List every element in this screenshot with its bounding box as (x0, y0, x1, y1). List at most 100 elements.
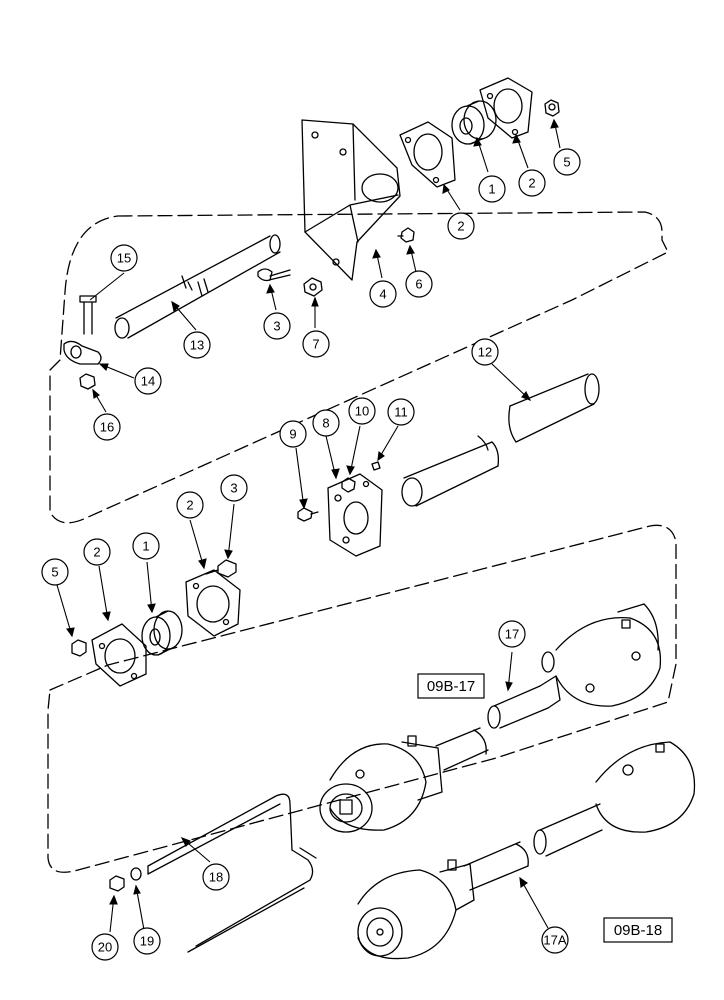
callout-c3b: 3 (220, 474, 248, 502)
callout-number: 20 (98, 940, 112, 955)
callout-c5a: 5 (553, 148, 581, 176)
callout-circle (553, 148, 581, 176)
callout-circle (202, 863, 230, 891)
callout-number: 4 (379, 287, 386, 302)
pto-driveline-alt (357, 741, 696, 960)
callout-number: 6 (415, 277, 422, 292)
threaded-rod-bracket (147, 793, 317, 953)
leader-lines (56, 118, 561, 933)
callout-number: 3 (273, 319, 280, 334)
callout-circle (348, 397, 376, 425)
callout-c20: 20 (91, 933, 119, 961)
callout-circle (41, 558, 69, 586)
callout-c1b: 1 (132, 532, 160, 560)
callout-c1a: 1 (478, 175, 506, 203)
callout-number: 2 (93, 545, 100, 560)
callout-c10: 10 (348, 397, 376, 425)
lower-group-boundary (47, 524, 677, 873)
callout-number: 11 (394, 405, 408, 420)
hex-nut (544, 99, 560, 117)
callout-number: 8 (322, 416, 329, 431)
callout-circle (176, 491, 204, 519)
screw (371, 461, 381, 471)
hex-nut (109, 875, 125, 892)
callout-circle (220, 474, 248, 502)
callout-circle (93, 413, 121, 441)
callout-number: 2 (528, 176, 535, 191)
callout-circle (447, 212, 475, 240)
callout-c11: 11 (387, 398, 415, 426)
shield-tube (401, 373, 600, 507)
callout-circle (134, 367, 162, 395)
callout-circle (312, 409, 340, 437)
callout-circle (183, 331, 211, 359)
callout-number: 5 (51, 565, 58, 580)
callout-number: 1 (142, 539, 149, 554)
hex-nut (79, 373, 96, 390)
hex-nut (71, 639, 87, 657)
mounting-bracket (301, 119, 401, 281)
reference-boxes (417, 673, 673, 943)
callout-number: 3 (230, 481, 237, 496)
mounting-plate (327, 473, 383, 557)
callout-number: 10 (355, 404, 369, 419)
washer (130, 867, 142, 881)
shaft-collar (63, 340, 102, 365)
callout-c2c: 2 (176, 491, 204, 519)
callout-number: 2 (186, 498, 193, 513)
callout-number: 15 (117, 251, 131, 266)
callout-c16: 16 (93, 413, 121, 441)
callout-c3a: 3 (263, 312, 291, 340)
callout-c5b: 5 (41, 558, 69, 586)
callout-number: 19 (140, 934, 154, 949)
drive-shaft (114, 234, 281, 339)
callout-number: 9 (289, 427, 296, 442)
flange-bearing-plate (185, 569, 241, 637)
callout-circle (132, 532, 160, 560)
bearing (451, 100, 497, 145)
reference-code-ref1: 09B-17 (427, 678, 475, 695)
callout-circle (302, 330, 330, 358)
callout-number: 18 (209, 870, 223, 885)
callout-c14: 14 (134, 367, 162, 395)
callout-number: 16 (100, 420, 114, 435)
callout-circle (279, 420, 307, 448)
callout-circle (498, 620, 526, 648)
callout-number: 1 (488, 182, 495, 197)
callout-number: 5 (563, 155, 570, 170)
callout-c7: 7 (302, 330, 330, 358)
callout-number: 12 (478, 345, 492, 360)
bolt (397, 227, 415, 243)
callout-c2b: 2 (447, 212, 475, 240)
callout-circle (471, 338, 499, 366)
bearing (141, 610, 183, 656)
callout-circle (387, 398, 415, 426)
carriage-bolt (205, 559, 237, 578)
callout-number: 2 (457, 219, 464, 234)
callout-number: 17A (543, 933, 566, 948)
flange-bearing-plate (399, 121, 456, 188)
pto-driveline (319, 603, 662, 833)
callout-circle (83, 538, 111, 566)
callout-number: 17 (505, 627, 519, 642)
callout-c6: 6 (405, 270, 433, 298)
callout-c18: 18 (202, 863, 230, 891)
flange-bearing-plate (91, 623, 147, 687)
callout-number: 14 (141, 374, 155, 389)
callout-circle (263, 312, 291, 340)
callout-c15: 15 (110, 244, 138, 272)
callout-circle (478, 175, 506, 203)
callout-c2a: 2 (518, 169, 546, 197)
callout-circle (91, 933, 119, 961)
callout-number: 7 (312, 337, 319, 352)
callout-circle (369, 280, 397, 308)
callout-c2d: 2 (83, 538, 111, 566)
callout-circle (110, 244, 138, 272)
callout-circle (541, 926, 569, 954)
callout-c19: 19 (133, 927, 161, 955)
callout-c9: 9 (279, 420, 307, 448)
callout-c4: 4 (369, 280, 397, 308)
callout-c17: 17 (498, 620, 526, 648)
flange-nut (303, 277, 323, 297)
